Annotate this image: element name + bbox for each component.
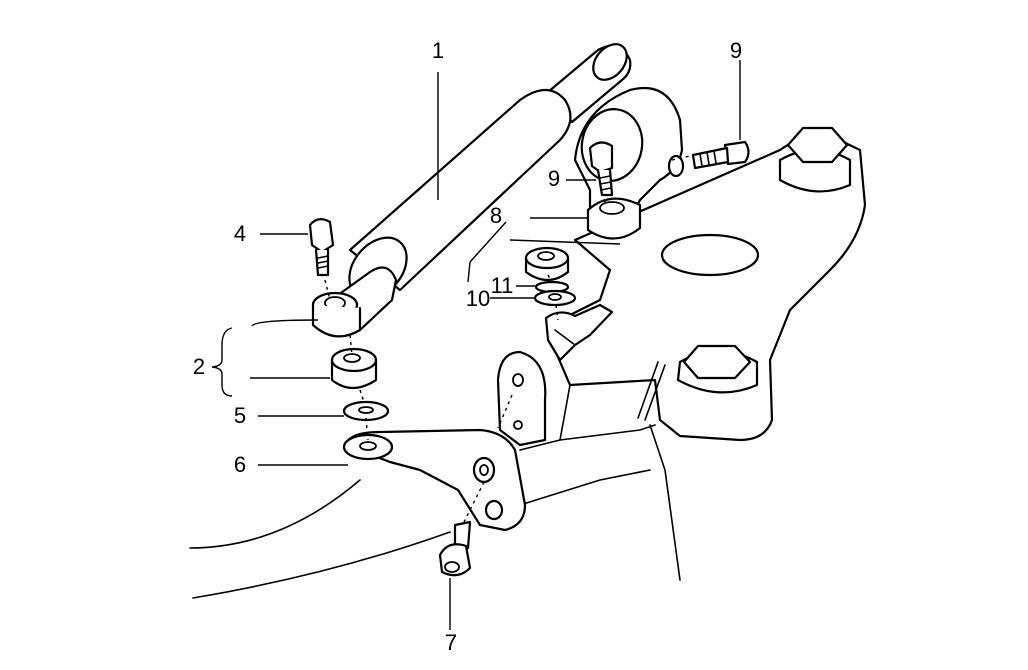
callout-4: 4	[233, 221, 247, 246]
frame-structure	[189, 126, 867, 599]
steering-damper	[311, 43, 632, 338]
assembly-axes	[324, 155, 691, 523]
callout-9-right: 9	[729, 38, 743, 63]
callout-2: 2	[192, 354, 206, 379]
callout-8: 8	[489, 203, 503, 228]
callout-7: 7	[444, 630, 458, 655]
bolts	[308, 140, 750, 577]
bushes-and-washers	[330, 246, 577, 422]
callout-5: 5	[233, 403, 247, 428]
leader-lines	[211, 60, 741, 630]
callout-10: 10	[465, 286, 491, 311]
callout-6: 6	[233, 452, 247, 477]
callout-11: 11	[490, 273, 514, 298]
callout-9-left: 9	[547, 166, 561, 191]
callout-1: 1	[431, 38, 445, 63]
